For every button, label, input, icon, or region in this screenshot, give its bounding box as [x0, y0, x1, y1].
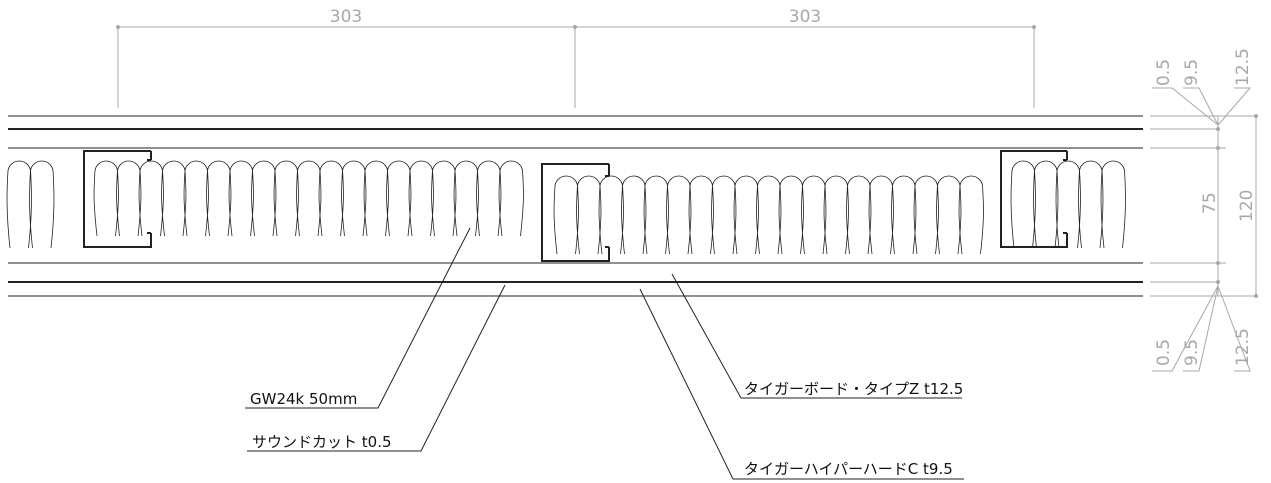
- label-board-z-text: タイガーボード・タイプZ t12.5: [744, 380, 963, 398]
- dim-bottom-9-5: 9.5: [1182, 339, 1202, 366]
- dim-120: 120: [1237, 190, 1257, 222]
- dim-top-12-5: 12.5: [1233, 48, 1253, 86]
- label-board-z: タイガーボード・タイプZ t12.5: [671, 273, 963, 399]
- stud-right: [1000, 150, 1068, 248]
- label-sound-cut: サウンドカット t0.5: [247, 284, 506, 452]
- dim-top-0-5: 0.5: [1154, 59, 1174, 86]
- wall-layers: [8, 115, 1143, 297]
- label-gw: GW24k 50mm: [245, 227, 471, 409]
- studs: [83, 150, 1068, 262]
- dim-bottom-12-5: 12.5: [1233, 328, 1253, 366]
- dim-bottom-0-5: 0.5: [1154, 339, 1174, 366]
- right-dimensions: 0.5 9.5 12.5 75 120 0.5 9.5 12.5: [1150, 48, 1258, 372]
- dim-top-9-5: 9.5: [1182, 59, 1202, 86]
- dim-75: 75: [1200, 192, 1220, 214]
- dim-left-span: 303: [330, 7, 362, 27]
- label-hyper-hard-text: タイガーハイパーハードC t9.5: [744, 460, 953, 478]
- label-sound-cut-text: サウンドカット t0.5: [252, 433, 392, 451]
- top-dimension: 303 303: [116, 7, 1036, 108]
- label-hyper-hard: タイガーハイパーハードC t9.5: [639, 288, 964, 480]
- stud-left: [83, 150, 152, 248]
- label-insulation: GW24k 50mm: [250, 390, 357, 408]
- dim-right-span: 303: [789, 7, 821, 27]
- insulation-glasswool: [6, 160, 1126, 255]
- stud-center: [541, 163, 610, 262]
